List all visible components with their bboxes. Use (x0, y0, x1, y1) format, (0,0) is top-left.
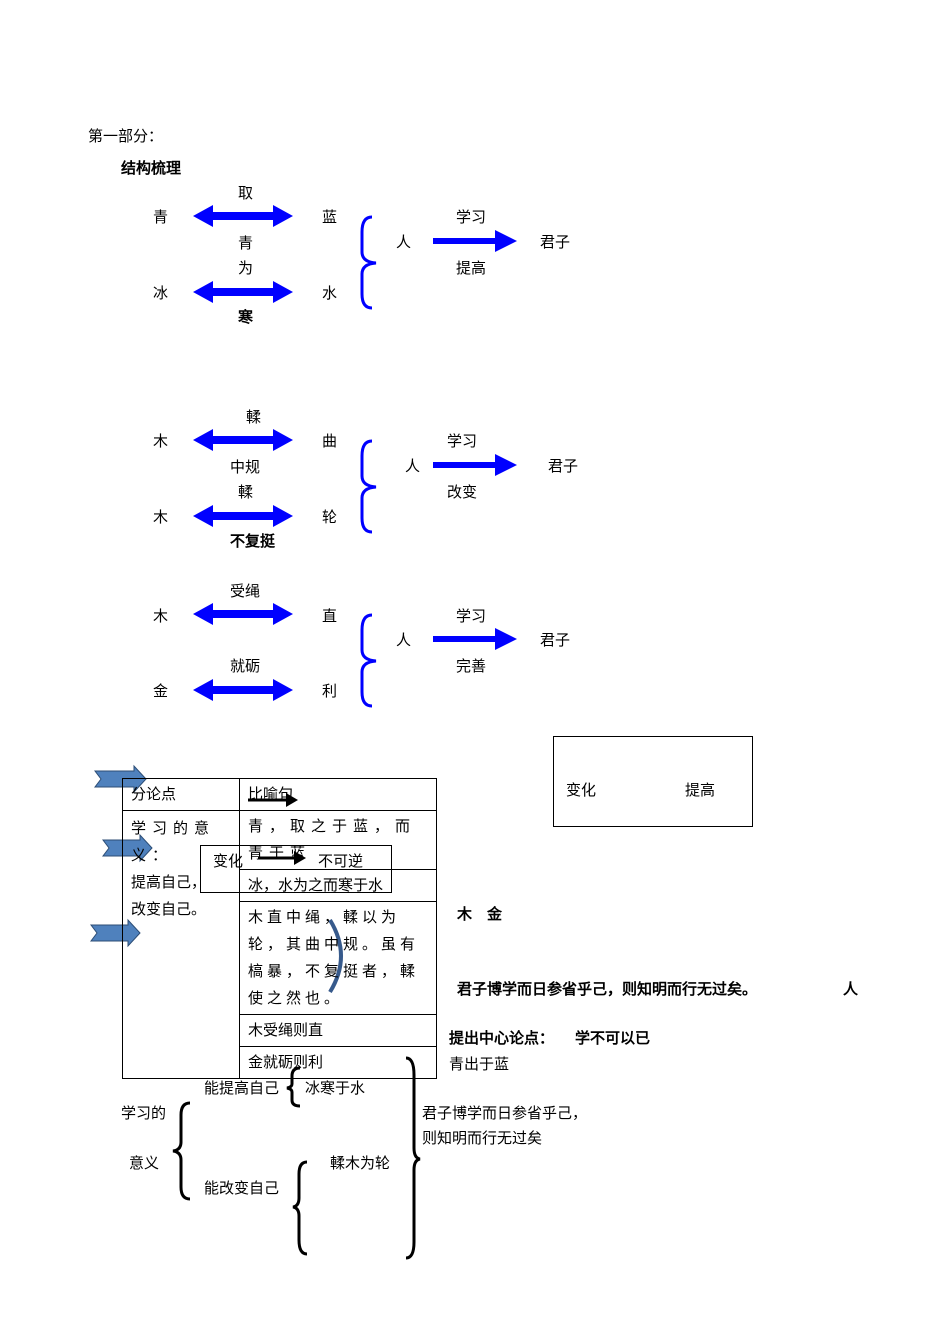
d3-bottom-right: 利 (322, 682, 338, 700)
brace-1 (360, 215, 377, 310)
thesis-label: 提出中心论点： (449, 1029, 555, 1047)
d2-mid-label1: 中规 (230, 458, 261, 476)
irreversible-box (200, 845, 392, 893)
brace-2 (360, 439, 377, 534)
d2-mid-label2: 輮 (238, 483, 254, 501)
table-left-text2: 提高自己， (131, 873, 207, 891)
d2-person: 人 (405, 457, 421, 475)
map-branch-2: 能改变自己 (204, 1179, 280, 1197)
change-box (553, 736, 753, 827)
junzi-quote: 君子博学而日参省乎己，则知明而行无过矣。 (457, 980, 758, 998)
d2-top-left: 木 (153, 432, 169, 450)
table-left-text3: 改变自己。 (131, 900, 207, 918)
map-root-2: 意义 (129, 1154, 160, 1172)
side-person: 人 (843, 980, 859, 998)
irreversible-box-right: 不可逆 (318, 852, 364, 870)
d1-arrow-bottom: 提高 (456, 259, 487, 277)
right-arrow-3 (433, 628, 517, 650)
analysis-table: 分论点 比喻句 学习的意义： 提高自己， 改变自己。 青，取之于蓝，而青于蓝 冰… (122, 778, 437, 1079)
d2-bottom-left: 木 (153, 508, 169, 526)
d2-top-right: 曲 (322, 432, 338, 450)
d3-person: 人 (396, 631, 412, 649)
double-arrow-1a (193, 205, 293, 227)
map-leaf-1: 冰寒于水 (305, 1079, 366, 1097)
d1-arrow-top: 学习 (456, 208, 487, 226)
double-arrow-1b (193, 281, 293, 303)
d3-top-left: 木 (153, 607, 169, 625)
d3-top-label: 受绳 (230, 582, 261, 600)
d2-bottom-label: 不复挺 (230, 532, 276, 550)
d1-bottom-right: 水 (322, 284, 338, 302)
d3-arrow-bottom: 完善 (456, 657, 487, 675)
right-arrow-1 (433, 230, 517, 252)
double-arrow-3a (193, 603, 293, 625)
d1-top-label: 取 (238, 184, 254, 202)
d1-top-left: 青 (153, 208, 169, 226)
page-heading: 第一部分： (88, 127, 164, 145)
table-row: 冰，水为之而寒于水 (239, 869, 437, 902)
brace-bottom-root (172, 1101, 191, 1201)
double-arrow-2a (193, 429, 293, 451)
d1-person: 人 (396, 233, 412, 251)
map-root-1: 学习的 (121, 1104, 167, 1122)
map-branch-1: 能提高自己 (204, 1079, 280, 1097)
thesis-text: 学不可以已 (575, 1029, 651, 1047)
d2-result: 君子 (548, 457, 579, 475)
d1-mid-label2: 为 (238, 259, 254, 277)
change-box-left: 变化 (566, 781, 597, 799)
d3-mid-label1: 就砺 (230, 657, 261, 675)
d1-top-right: 蓝 (322, 208, 338, 226)
table-row: 金就砺则利 (239, 1046, 437, 1079)
d3-result: 君子 (540, 631, 571, 649)
table-row: 木受绳则直 (239, 1014, 437, 1047)
map-quote-2: 则知明而行无过矣 (422, 1129, 543, 1147)
wood-metal: 木 金 (457, 905, 503, 923)
d1-bottom-label: 寒 (238, 308, 254, 326)
d3-bottom-left: 金 (153, 682, 169, 700)
brace-3 (360, 613, 377, 708)
double-arrow-2b (193, 505, 293, 527)
change-box-right: 提高 (685, 781, 716, 799)
table-header-right: 比喻句 (239, 778, 437, 811)
table-left-text1: 学习的意义： (131, 819, 216, 864)
map-quote-1: 君子博学而日参省乎己， (422, 1104, 588, 1122)
d1-mid-label1: 青 (238, 234, 254, 252)
d2-top-label: 輮 (246, 408, 262, 426)
d1-bottom-left: 冰 (153, 284, 169, 302)
d2-arrow-bottom: 改变 (447, 483, 478, 501)
irreversible-box-left: 变化 (213, 852, 244, 870)
d2-arrow-top: 学习 (447, 432, 478, 450)
d3-top-right: 直 (322, 607, 338, 625)
d2-bottom-right: 轮 (322, 508, 338, 526)
d3-arrow-top: 学习 (456, 607, 487, 625)
d1-result: 君子 (540, 233, 571, 251)
section-title: 结构梳理 (121, 159, 182, 177)
map-leaf-2: 輮木为轮 (330, 1154, 391, 1172)
double-arrow-3b (193, 679, 293, 701)
brace-bottom-branch2 (292, 1160, 308, 1256)
thesis-subline: 青出于蓝 (449, 1055, 510, 1073)
right-arrow-2 (433, 454, 517, 476)
